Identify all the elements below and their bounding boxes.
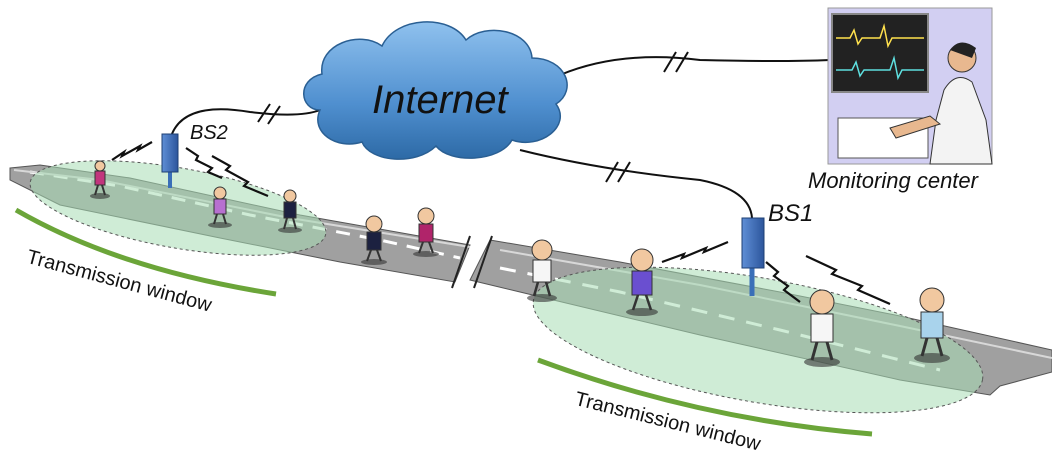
runner-2 xyxy=(208,186,232,228)
internet-cloud-icon xyxy=(303,21,568,160)
bs1-label: BS1 xyxy=(768,200,814,227)
ecg-trace-cyan xyxy=(836,55,924,81)
radio-signal-icons xyxy=(111,141,891,306)
runner-4 xyxy=(361,215,387,265)
runner-9 xyxy=(914,287,950,363)
monitoring-center-label: Monitoring center xyxy=(808,168,978,193)
road-break-marks xyxy=(451,235,493,289)
runners xyxy=(90,160,950,367)
base-station-bs2-icon xyxy=(161,133,179,188)
runner-1 xyxy=(90,160,110,199)
runner-6 xyxy=(527,239,557,302)
transmission-window-line-left xyxy=(14,207,277,297)
base-station-bs1-icon xyxy=(741,217,765,296)
runner-5 xyxy=(413,207,439,257)
ecg-trace-yellow xyxy=(836,23,924,49)
transmission-window-line-right xyxy=(537,357,873,437)
link-break-marks xyxy=(257,51,689,183)
runner-8 xyxy=(804,289,840,367)
monitoring-center-icon xyxy=(827,7,993,165)
bs2-label: BS2 xyxy=(190,122,228,144)
runner-3 xyxy=(278,189,302,233)
runner-7 xyxy=(626,248,658,316)
network-links xyxy=(169,56,831,219)
internet-label: Internet xyxy=(372,78,508,122)
